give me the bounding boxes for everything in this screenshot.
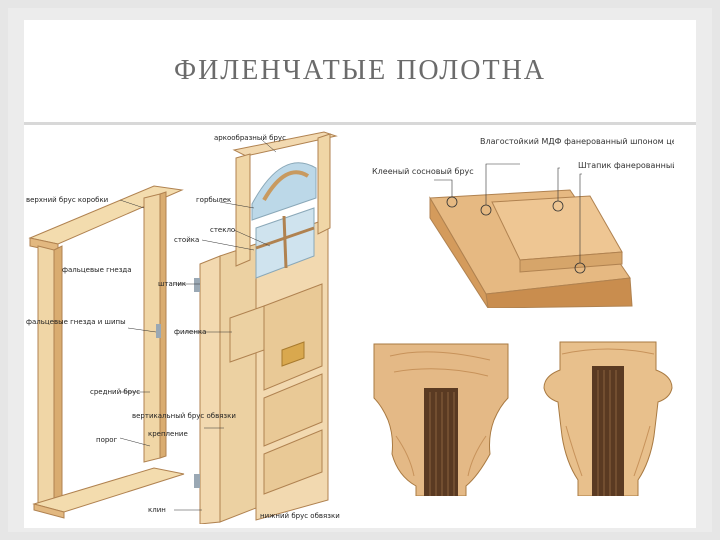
label-stile-upper: штапик [158, 280, 186, 288]
label-glass: стекло [210, 226, 235, 234]
door-frame [28, 185, 185, 519]
label-bead: Штапик фанерованный шпоном [578, 161, 674, 170]
label-panel: филенка [174, 328, 206, 336]
label-arch-crossbar: аркообразный брус [214, 134, 286, 142]
section-perspective-diagram: Клееный сосновый брус Влагостойкий МДФ ф… [370, 128, 674, 308]
label-mid-rail: средний брус [90, 388, 140, 396]
hinge-frame [156, 324, 161, 338]
label-vertical-stile: вертикальный брус обвязки [132, 412, 236, 420]
door-leaf [199, 219, 329, 524]
label-rail-slot-upper: фальцевые гнезда [62, 266, 132, 274]
label-connection: крепление [148, 430, 188, 438]
label-hinge-wedge: клин [148, 506, 166, 514]
label-mullion: стойка [174, 236, 199, 244]
label-mdf: Влагостойкий МДФ фанерованный шпоном цен… [480, 137, 674, 146]
slide-title: ФИЛЕНЧАТЫЕ ПОЛОТНА [173, 55, 547, 86]
label-top-frame: верхний брус коробки [26, 196, 108, 204]
door-exploded-diagram: верхний брус коробки аркообразный брус г… [24, 128, 354, 524]
leader-lines [119, 139, 277, 511]
label-ledge: горбылек [196, 196, 231, 204]
arch-glass-top [232, 131, 338, 279]
loose-panel [229, 305, 265, 363]
title-divider [24, 122, 696, 125]
label-threshold: порог [96, 436, 118, 444]
label-frame-part-lower: фальцевые гнезда и шипы [26, 318, 126, 326]
label-lower-rail: нижний брус обвязки [260, 512, 340, 520]
label-pine-bar: Клееный сосновый брус [372, 167, 474, 176]
section-leaders [434, 163, 582, 263]
cross-section-photo-left [370, 336, 512, 496]
hinge-bottom [194, 474, 200, 488]
hinge-top [194, 278, 200, 292]
cross-section-photo-right [540, 336, 676, 496]
